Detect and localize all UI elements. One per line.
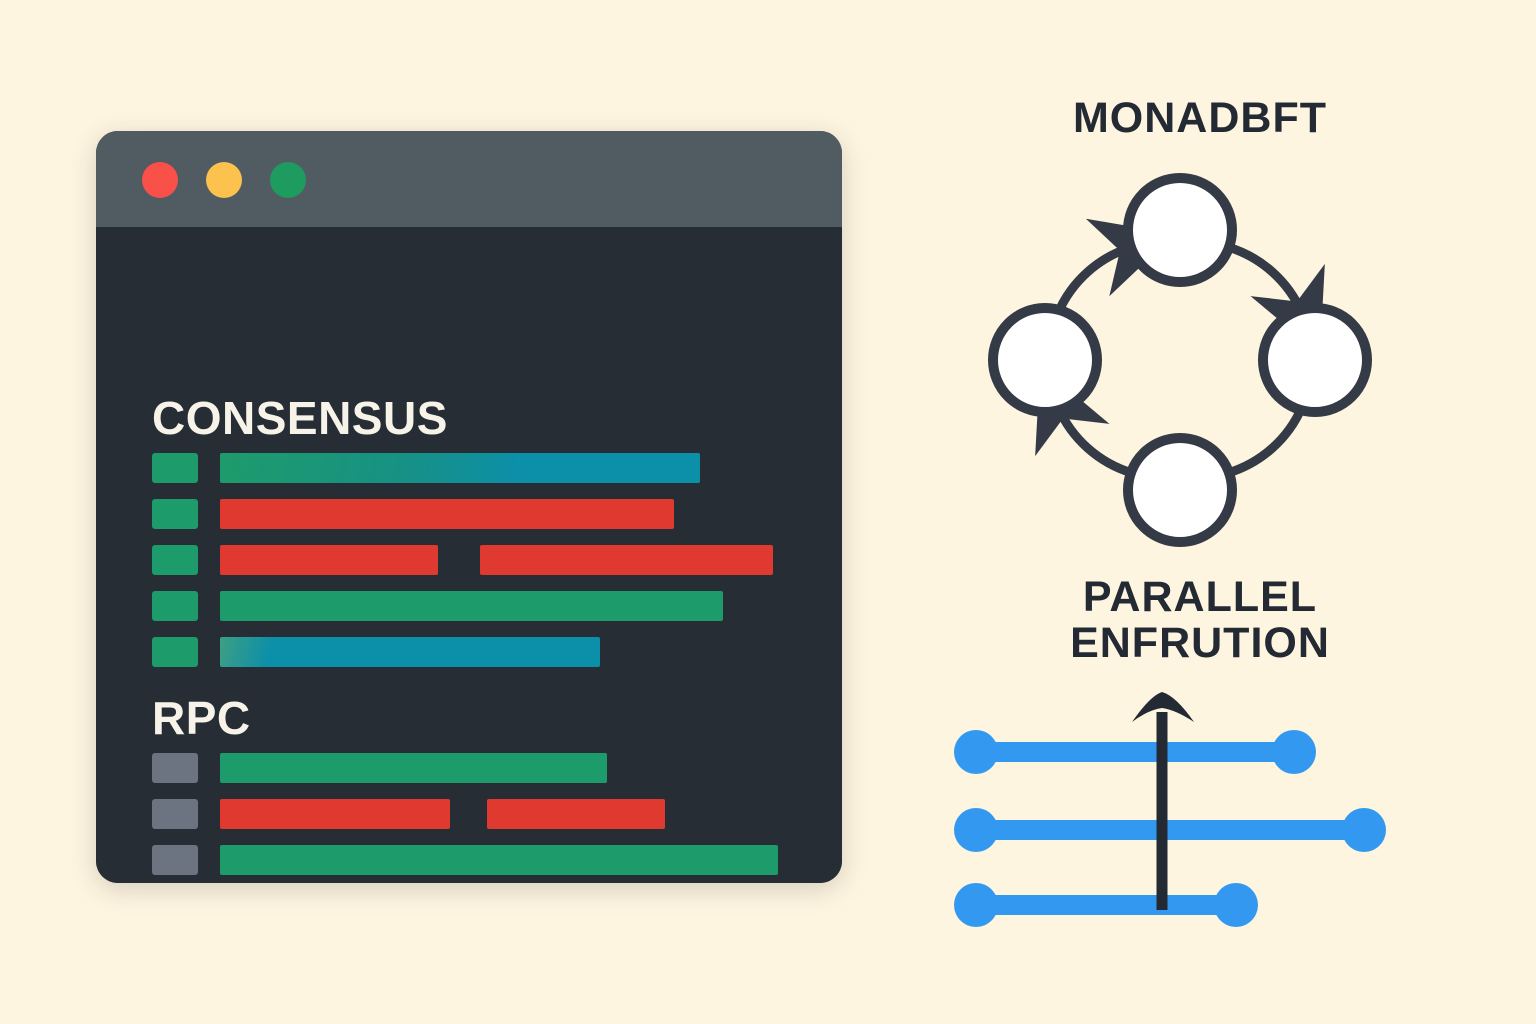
node-right[interactable] xyxy=(1258,303,1372,417)
lane-3 xyxy=(954,883,1258,927)
log-bar-segment xyxy=(220,591,723,621)
minimize-window-button[interactable] xyxy=(206,162,242,198)
log-row[interactable] xyxy=(96,591,842,621)
lane-3-end-dot xyxy=(1214,883,1258,927)
arrow-right-to-bottom xyxy=(1223,402,1307,478)
lane-2 xyxy=(954,808,1386,852)
right-illustration-column: MONADBFT PARALLEL ENFRUTION xyxy=(940,0,1460,1024)
log-bar-segment xyxy=(220,637,600,667)
log-bar-segment xyxy=(487,799,665,829)
log-bar-segment xyxy=(220,799,450,829)
row-status-marker xyxy=(152,799,198,829)
log-row[interactable] xyxy=(96,545,842,575)
log-row[interactable] xyxy=(96,799,842,829)
lane-1-end-dot xyxy=(1272,730,1316,774)
parallel-execution-title: PARALLEL ENFRUTION xyxy=(940,573,1460,667)
arrow-top-to-right xyxy=(1223,242,1325,355)
pointer-arrowhead xyxy=(1132,692,1194,722)
row-status-marker xyxy=(152,845,198,875)
parallel-title-line-1: PARALLEL xyxy=(1082,573,1318,621)
row-status-marker xyxy=(152,591,198,621)
row-status-marker xyxy=(152,453,198,483)
row-status-marker xyxy=(152,637,198,667)
log-row[interactable] xyxy=(96,845,842,875)
log-bar-segment xyxy=(220,453,700,483)
lane-2-start-dot xyxy=(954,808,998,852)
section-heading-rpc: RPC xyxy=(152,692,251,744)
consensus-node-cycle-diagram xyxy=(988,173,1372,547)
terminal-body: CONSENSUS RPC xyxy=(96,227,842,883)
row-status-marker xyxy=(152,499,198,529)
log-bar-segment xyxy=(220,753,607,783)
log-row[interactable] xyxy=(96,753,842,783)
log-bar-segment xyxy=(220,499,674,529)
log-row[interactable] xyxy=(96,453,842,483)
row-status-marker xyxy=(152,753,198,783)
log-bar-segment xyxy=(480,545,773,575)
arrow-bottom-to-left xyxy=(1035,365,1137,478)
log-row[interactable] xyxy=(96,637,842,667)
parallel-execution-diagram xyxy=(954,692,1386,927)
lane-1 xyxy=(954,730,1316,774)
maximize-window-button[interactable] xyxy=(270,162,306,198)
lane-2-end-dot xyxy=(1342,808,1386,852)
close-window-button[interactable] xyxy=(142,162,178,198)
execution-pointer-arrow xyxy=(1132,692,1194,910)
arrow-left-to-top xyxy=(1053,218,1176,318)
node-top[interactable] xyxy=(1123,173,1237,287)
lane-1-start-dot xyxy=(954,730,998,774)
terminal-titlebar xyxy=(96,131,842,229)
log-bar-segment xyxy=(220,845,778,875)
node-bottom[interactable] xyxy=(1123,433,1237,547)
section-heading-consensus: CONSENSUS xyxy=(152,392,448,444)
lane-3-start-dot xyxy=(954,883,998,927)
log-row[interactable] xyxy=(96,499,842,529)
row-status-marker xyxy=(152,545,198,575)
parallel-title-line-2: ENFRUTION xyxy=(1070,618,1330,667)
log-bar-segment xyxy=(220,545,438,575)
terminal-window: CONSENSUS RPC xyxy=(96,131,842,883)
node-left[interactable] xyxy=(988,303,1102,417)
monadbft-title: MONADBFT xyxy=(1072,94,1327,142)
